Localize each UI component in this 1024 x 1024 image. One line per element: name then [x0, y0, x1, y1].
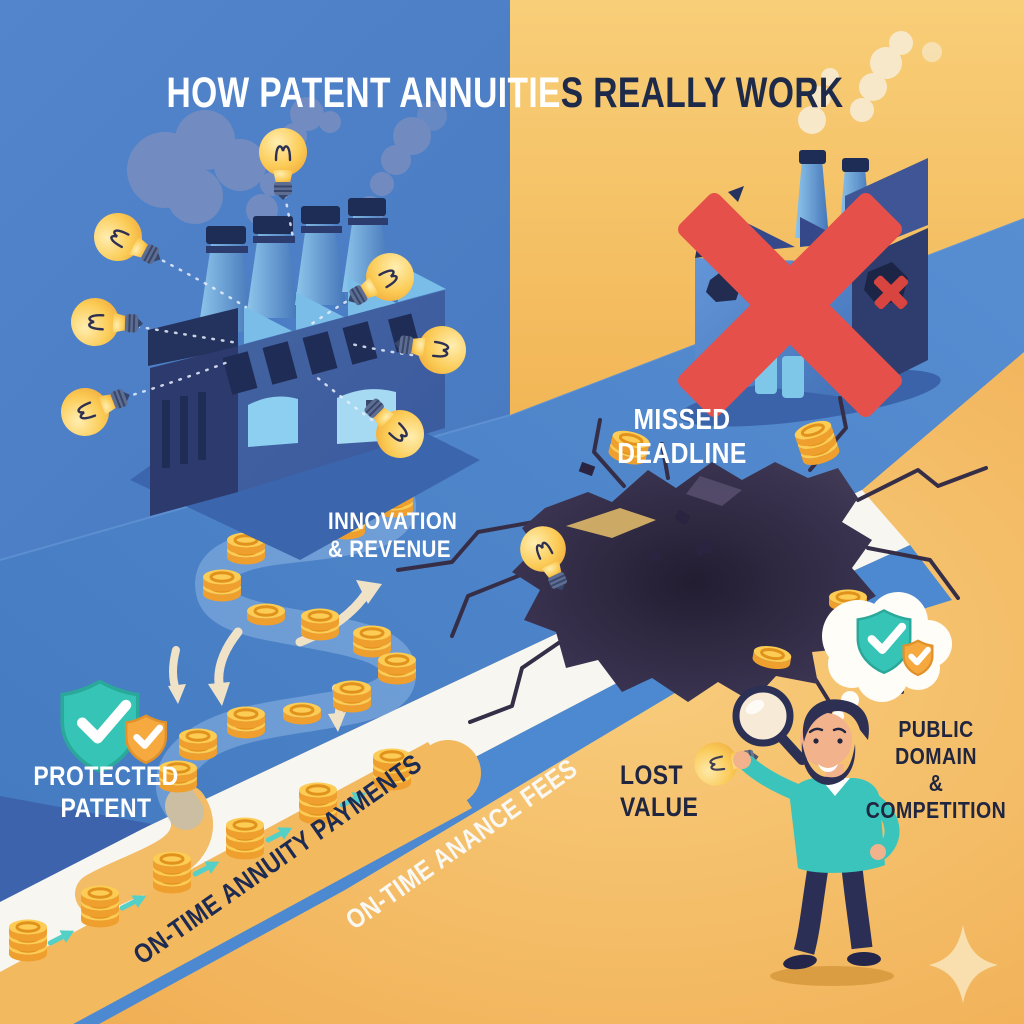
- page-title: HOW PATENT ANNUITIES REALLY WORK: [166, 69, 843, 118]
- coin-path: [155, 430, 416, 830]
- title-right-segment: S REALLY WORK: [560, 68, 844, 117]
- ground-crack-icon: [396, 396, 988, 750]
- title-left-segment: HOW PATENT ANNUITIE: [166, 68, 561, 117]
- shield-check-orange-icon: [124, 714, 168, 765]
- thought-bubble-icon: [822, 592, 952, 722]
- missed-deadline-label: MISSED DEADLINE: [617, 404, 747, 471]
- lost-value-label: LOST VALUE: [620, 760, 699, 822]
- man-with-magnifier: [689, 685, 900, 986]
- shield-check-teal-icon: [60, 679, 140, 773]
- smoke-icon: [798, 31, 942, 134]
- idea-bulbs: [52, 126, 471, 470]
- factory-broken-icon: [678, 31, 942, 427]
- innovation-revenue-label: INNOVATION & REVENUE: [328, 508, 458, 564]
- coin-conveyor: [0, 740, 481, 1024]
- protected-patent-label: PROTECTED PATENT: [33, 761, 179, 823]
- dashed-connectors: [114, 184, 414, 422]
- magnifying-glass-icon: [732, 685, 807, 765]
- red-x-icon: [678, 193, 909, 417]
- public-domain-label: PUBLIC DOMAIN & COMPETITION: [865, 716, 1007, 824]
- chimneys: [198, 198, 392, 332]
- sparkle-icon: [929, 925, 998, 1003]
